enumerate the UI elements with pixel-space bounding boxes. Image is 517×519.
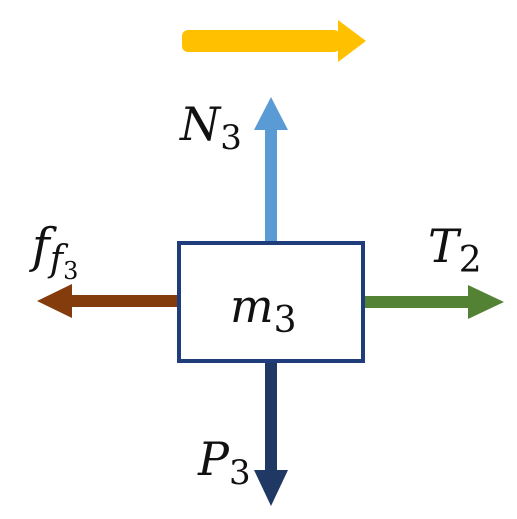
tension-force-subscript: 2 bbox=[459, 240, 482, 281]
tension-force-head bbox=[468, 285, 504, 319]
weight-force-head bbox=[254, 470, 288, 506]
weight-force-symbol: P bbox=[197, 432, 230, 486]
weight-force-arrow bbox=[254, 361, 288, 506]
normal-force-arrow bbox=[254, 97, 288, 244]
friction-force-head bbox=[37, 284, 72, 318]
normal-force-shaft bbox=[265, 128, 277, 244]
friction-force-label: ff3 bbox=[29, 218, 78, 285]
motion-arrow bbox=[182, 20, 366, 62]
friction-force-arrow bbox=[37, 284, 180, 318]
block-symbol: m bbox=[230, 279, 274, 333]
weight-force-shaft bbox=[265, 361, 277, 474]
friction-force-shaft bbox=[68, 295, 180, 307]
block-label: m3 bbox=[230, 279, 297, 341]
motion-arrow-shaft bbox=[182, 30, 340, 52]
normal-force-head bbox=[254, 97, 288, 130]
friction-force-subsubscript: 3 bbox=[63, 257, 78, 285]
normal-force-symbol: N bbox=[179, 97, 222, 151]
weight-force-label: P3 bbox=[197, 432, 251, 493]
motion-arrow-head bbox=[338, 20, 366, 62]
normal-force-subscript: 3 bbox=[220, 118, 242, 158]
tension-force-label: T2 bbox=[428, 219, 482, 281]
weight-force-subscript: 3 bbox=[229, 453, 251, 493]
normal-force-label: N3 bbox=[179, 97, 242, 158]
block-m3: m3 bbox=[177, 241, 365, 363]
block-subscript: 3 bbox=[274, 300, 297, 341]
tension-force-symbol: T bbox=[428, 219, 462, 273]
tension-force-arrow bbox=[362, 285, 504, 319]
tension-force-shaft bbox=[362, 296, 474, 308]
block-rect bbox=[177, 241, 365, 363]
